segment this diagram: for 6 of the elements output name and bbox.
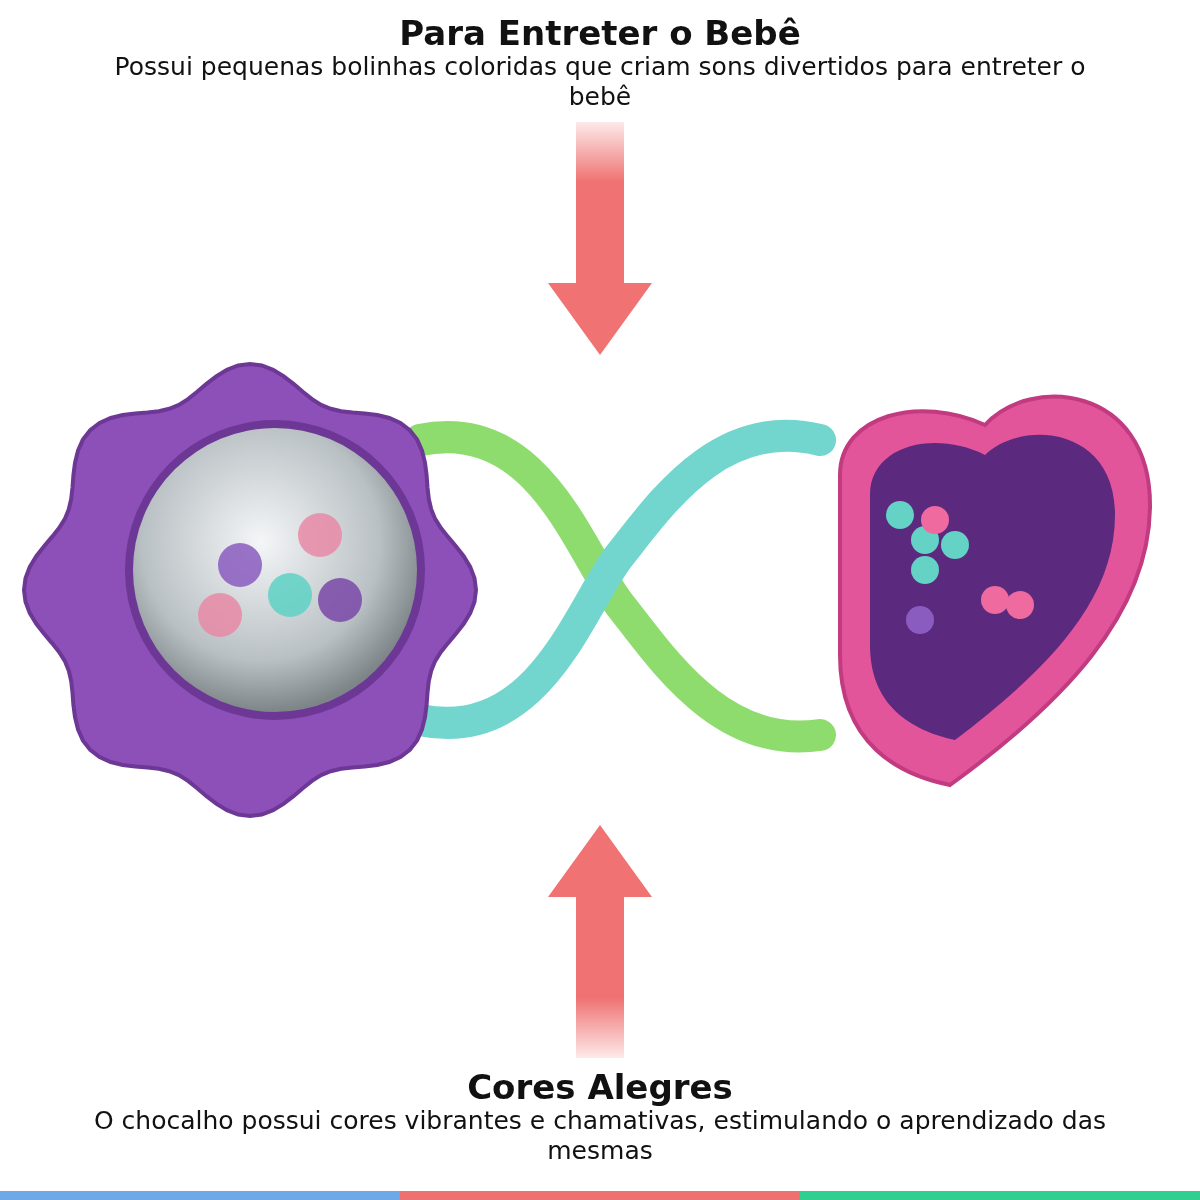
arrow (548, 122, 652, 355)
description: O chocalho possui cores vibrantes e chamativas, estimulando o aprendizado das mesmas (92, 1106, 1108, 1166)
heading: Cores Alegres (467, 1068, 733, 1106)
arrow (548, 825, 652, 1058)
description: Possui pequenas bolinhas coloridas que criam sons divertidos para entreter o bebê (113, 52, 1087, 112)
heading: Para Entreter o Bebê (399, 14, 801, 52)
